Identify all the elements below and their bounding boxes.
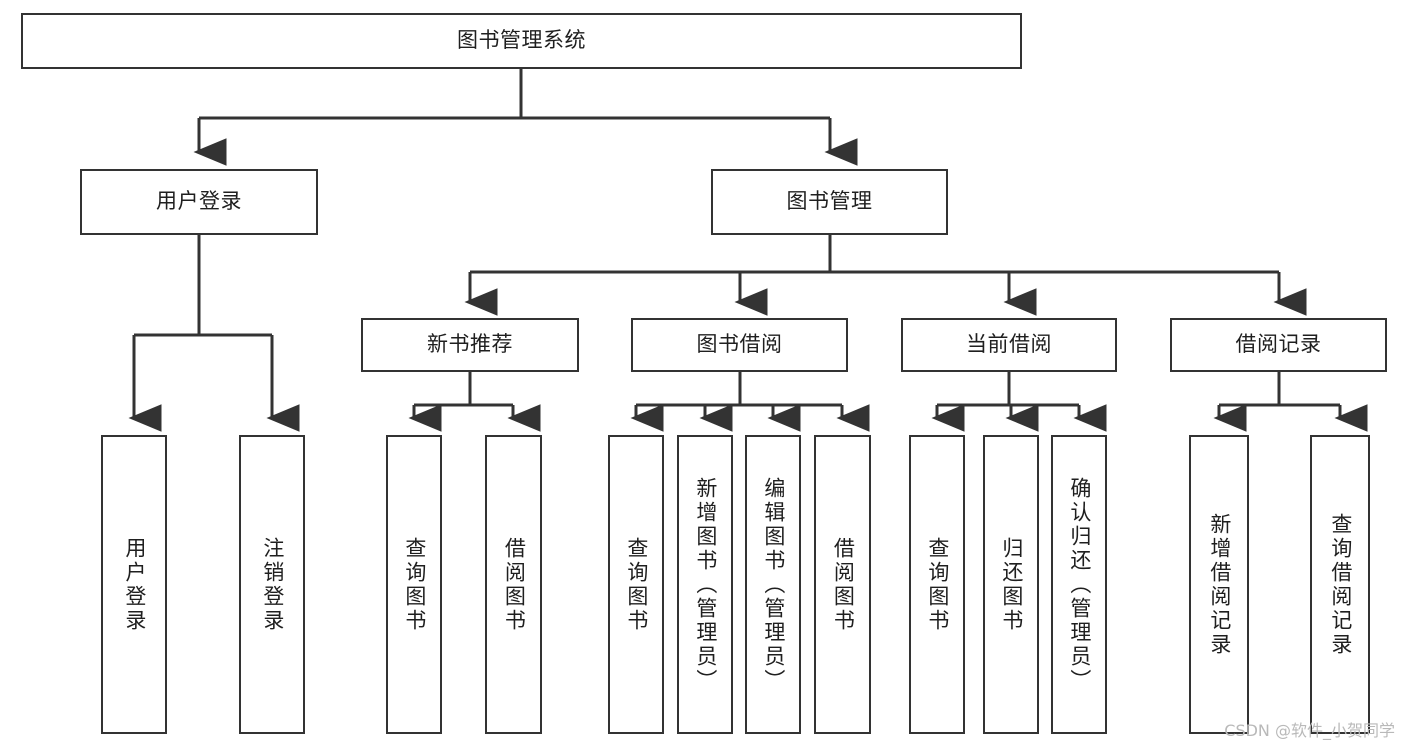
leaf-edit-book-admin-label: 编辑图书（管理员） (761, 476, 786, 693)
node-current-borrow-label: 当前借阅 (966, 332, 1052, 357)
leaf-return-book[interactable]: 归还图书 (983, 435, 1039, 734)
node-book-borrow[interactable]: 图书借阅 (631, 318, 848, 372)
node-user-login[interactable]: 用户登录 (80, 169, 318, 235)
leaf-return-book-label: 归还图书 (999, 536, 1024, 633)
csdn-watermark: CSDN @软件_小贺同学 (1224, 721, 1395, 740)
node-borrow-record-label: 借阅记录 (1235, 332, 1322, 357)
leaf-edit-book-admin[interactable]: 编辑图书（管理员） (745, 435, 801, 734)
leaf-add-borrow-record[interactable]: 新增借阅记录 (1189, 435, 1249, 734)
node-new-book-recommend-label: 新书推荐 (427, 332, 513, 357)
leaf-user-login[interactable]: 用户登录 (101, 435, 167, 734)
leaf-borrow-book-label: 借阅图书 (831, 536, 856, 633)
leaf-user-login-label: 用户登录 (122, 536, 147, 633)
leaf-add-book-admin[interactable]: 新增图书（管理员） (677, 435, 733, 734)
leaf-confirm-return-admin-label: 确认归还（管理员） (1067, 476, 1092, 693)
leaf-query-book-borrow[interactable]: 查询图书 (608, 435, 664, 734)
leaf-logout-label: 注销登录 (260, 536, 285, 633)
leaf-confirm-return-admin[interactable]: 确认归还（管理员） (1051, 435, 1107, 734)
node-book-management-label: 图书管理 (786, 189, 873, 214)
leaf-query-borrow-record[interactable]: 查询借阅记录 (1310, 435, 1370, 734)
leaf-add-borrow-record-label: 新增借阅记录 (1207, 512, 1232, 657)
leaf-query-book-current[interactable]: 查询图书 (909, 435, 965, 734)
leaf-borrow-book-newbook-label: 借阅图书 (502, 536, 527, 633)
node-user-login-label: 用户登录 (156, 189, 242, 214)
leaf-borrow-book[interactable]: 借阅图书 (814, 435, 871, 734)
leaf-query-book-newbook-label: 查询图书 (402, 536, 427, 633)
node-borrow-record[interactable]: 借阅记录 (1170, 318, 1387, 372)
leaf-query-book-current-label: 查询图书 (925, 536, 950, 633)
node-root-system[interactable]: 图书管理系统 (21, 13, 1022, 69)
node-book-management[interactable]: 图书管理 (711, 169, 948, 235)
leaf-logout[interactable]: 注销登录 (239, 435, 305, 734)
node-root-system-label: 图书管理系统 (457, 28, 586, 53)
leaf-query-book-newbook[interactable]: 查询图书 (386, 435, 442, 734)
node-new-book-recommend[interactable]: 新书推荐 (361, 318, 579, 372)
node-book-borrow-label: 图书借阅 (696, 332, 783, 357)
leaf-borrow-book-newbook[interactable]: 借阅图书 (485, 435, 542, 734)
node-current-borrow[interactable]: 当前借阅 (901, 318, 1117, 372)
leaf-query-book-borrow-label: 查询图书 (624, 536, 649, 633)
leaf-add-book-admin-label: 新增图书（管理员） (693, 476, 718, 693)
leaf-query-borrow-record-label: 查询借阅记录 (1328, 512, 1353, 657)
